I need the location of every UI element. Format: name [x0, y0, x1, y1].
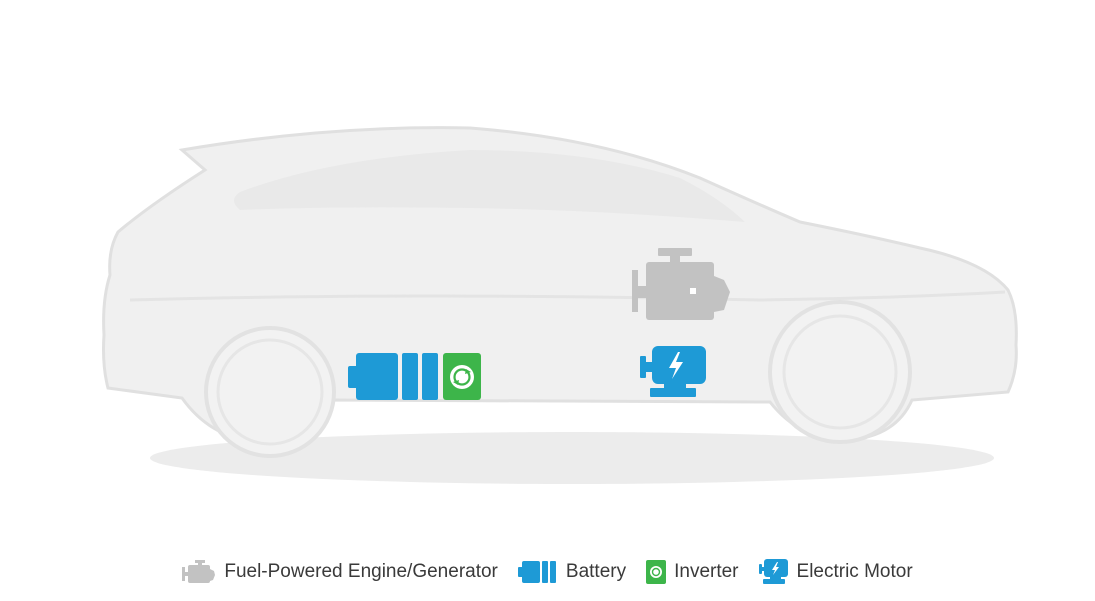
electric-motor-icon — [758, 559, 789, 585]
electric-motor-icon — [640, 346, 706, 397]
legend-label-engine: Fuel-Powered Engine/Generator — [224, 561, 498, 582]
rear-wheel-inner — [216, 338, 324, 446]
legend-item-battery: Battery — [517, 561, 627, 583]
hybrid-vehicle-diagram — [102, 126, 1018, 484]
legend-label-battery: Battery — [565, 561, 627, 582]
legend-label-inverter: Inverter — [674, 561, 739, 582]
battery-icon — [517, 561, 558, 583]
engine-icon — [182, 560, 216, 584]
front-wheel-inner — [782, 314, 898, 430]
car-silhouette — [102, 126, 1018, 458]
rear-wheel — [204, 326, 336, 458]
legend-item-motor: Electric Motor — [758, 559, 913, 585]
legend-item-engine: Fuel-Powered Engine/Generator — [182, 560, 498, 584]
engine-icon — [632, 248, 730, 320]
front-wheel — [768, 300, 912, 444]
ground-shadow — [150, 432, 994, 484]
legend-label-motor: Electric Motor — [796, 561, 913, 582]
car-windows — [234, 150, 745, 222]
inverter-icon — [443, 353, 481, 400]
battery-icon — [348, 353, 438, 400]
inverter-icon — [646, 560, 667, 584]
legend-item-inverter: Inverter — [646, 560, 739, 584]
legend: Fuel-Powered Engine/Generator Battery In… — [0, 552, 1095, 592]
